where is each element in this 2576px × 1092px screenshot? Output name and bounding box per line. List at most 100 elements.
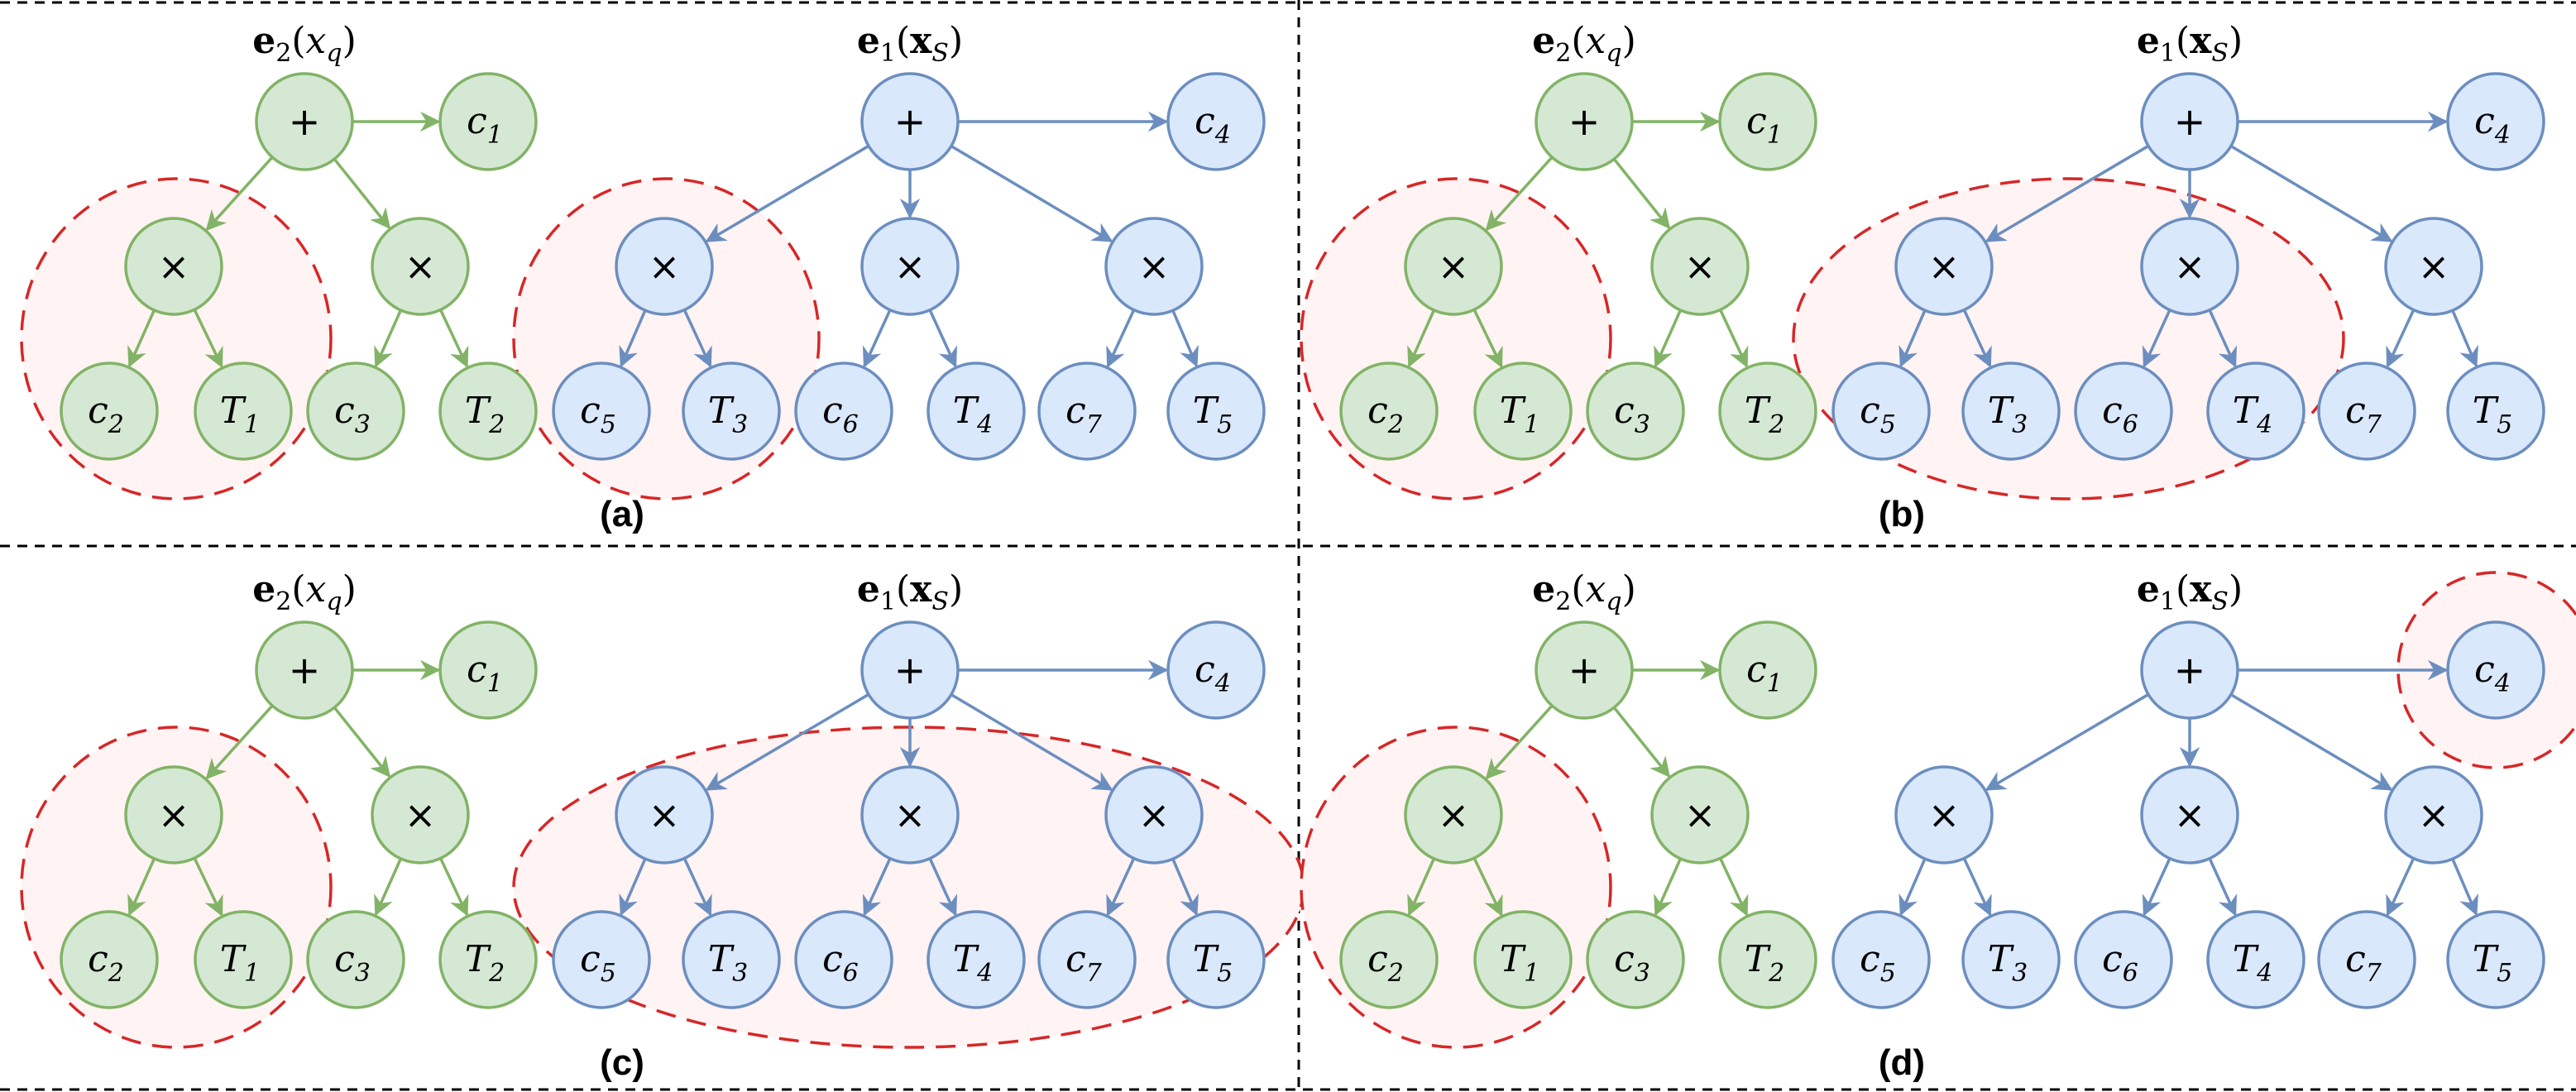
sum-node-circle [255, 620, 354, 720]
product-node-circle [1404, 765, 1503, 864]
edge-root-to-product-3 [950, 145, 1113, 242]
sum-node-label: + [1568, 648, 1601, 692]
constant-node-circle [1718, 72, 1817, 171]
term-node: T5 [2446, 362, 2545, 461]
product-node: × [615, 217, 714, 316]
coefficient-node: c3 [306, 910, 405, 1009]
coefficient-node: c6 [794, 362, 893, 461]
constant-node: c1 [1718, 620, 1817, 720]
sum-node-circle [1535, 72, 1634, 171]
term-node-label: T1 [1500, 938, 1539, 988]
panel-caption: (b) [1879, 494, 1925, 534]
edge-product-3-to-coef [1106, 309, 1136, 368]
coefficient-node-label: c2 [88, 938, 124, 988]
coefficient-node: c3 [306, 362, 405, 461]
term-node-label: T1 [220, 390, 260, 439]
edge-root-to-product-1 [1485, 704, 1554, 780]
edge-product-1-to-coef [619, 309, 647, 368]
term-node: T2 [438, 362, 538, 461]
term-node-circle [2446, 362, 2545, 461]
coefficient-node: c6 [2074, 362, 2173, 461]
product-node-circle [1104, 765, 1204, 864]
product-node-circle [1894, 217, 1994, 316]
coefficient-node-label: c6 [822, 390, 859, 439]
term-node-circle [2446, 910, 2545, 1009]
term-node: T3 [682, 362, 781, 461]
edge-product-2-to-coef [374, 858, 402, 917]
term-node-label: T4 [953, 390, 993, 439]
coefficient-node-label: c5 [1860, 938, 1896, 988]
product-node-label: × [1928, 793, 1961, 837]
product-node-label: × [1684, 244, 1717, 289]
coefficient-node-label: c3 [334, 390, 371, 439]
sum-node-label: + [2174, 99, 2206, 144]
coefficient-node-label: c2 [88, 390, 124, 439]
product-node-circle [2384, 217, 2483, 316]
product-node-circle [1650, 765, 1750, 864]
product-node-label: × [158, 244, 190, 289]
coefficient-node: c3 [1586, 362, 1685, 461]
term-node-circle [1473, 910, 1573, 1009]
edge-product-2-to-term [439, 309, 469, 368]
edge-product-1-to-term [193, 309, 223, 369]
edge-root-to-product-2 [1612, 158, 1671, 230]
edge-product-2-to-term [928, 309, 958, 368]
product-node-circle [615, 217, 714, 316]
product-node-label: × [649, 244, 681, 289]
edge-product-2-to-term [2208, 309, 2238, 368]
coefficient-node-label: c3 [1614, 938, 1650, 988]
term-node: T4 [2206, 910, 2305, 1009]
coefficient-node: c5 [552, 362, 651, 461]
edge-product-1-to-term [682, 309, 712, 368]
tree-left-title: e2(xq) [1532, 568, 1635, 616]
product-node-circle [860, 217, 960, 316]
constant-node: c1 [438, 620, 538, 720]
product-node: × [371, 217, 470, 316]
product-node: × [1404, 217, 1503, 316]
coefficient-node-circle [1037, 362, 1137, 461]
sum-node: + [1535, 72, 1634, 171]
tree-left-title: e2(xq) [252, 568, 356, 616]
product-node-label: × [1438, 793, 1470, 837]
panel-caption: (d) [1879, 1042, 1925, 1083]
coefficient-node: c2 [60, 910, 159, 1009]
sum-node: + [2140, 72, 2239, 171]
term-node-label: T4 [953, 938, 993, 988]
product-node-label: × [1928, 244, 1961, 289]
constant-node: c1 [1718, 72, 1817, 171]
edge-product-1-to-term [193, 857, 223, 917]
edge-root-to-product-1 [1985, 692, 2149, 792]
edge-product-3-to-term [2451, 309, 2478, 368]
term-node-label: T1 [220, 938, 260, 988]
term-node: T2 [1718, 910, 1817, 1009]
product-node: × [1104, 765, 1204, 864]
coefficient-node-circle [60, 910, 159, 1009]
coefficient-node-circle [1831, 362, 1931, 461]
product-node-circle [371, 765, 470, 864]
constant-node-circle [1166, 620, 1266, 720]
product-node: × [2140, 765, 2239, 864]
term-node-circle [1473, 362, 1573, 461]
term-node-label: T5 [2473, 938, 2512, 988]
term-node-circle [926, 910, 1026, 1009]
product-node-circle [2140, 765, 2239, 864]
coefficient-node-circle [794, 362, 893, 461]
term-node-circle [926, 362, 1026, 461]
product-node-label: × [405, 793, 437, 837]
edge-product-2-to-coef [1654, 309, 1682, 368]
term-node: T2 [438, 910, 538, 1009]
coefficient-node: c2 [1339, 362, 1439, 461]
sum-node-label: + [894, 99, 926, 144]
coefficient-node: c7 [1037, 910, 1137, 1009]
edge-product-2-to-coef [374, 309, 402, 368]
edge-product-1-to-term [1472, 309, 1503, 369]
coefficient-node-circle [1586, 362, 1685, 461]
coefficient-node-label: c6 [822, 938, 859, 988]
